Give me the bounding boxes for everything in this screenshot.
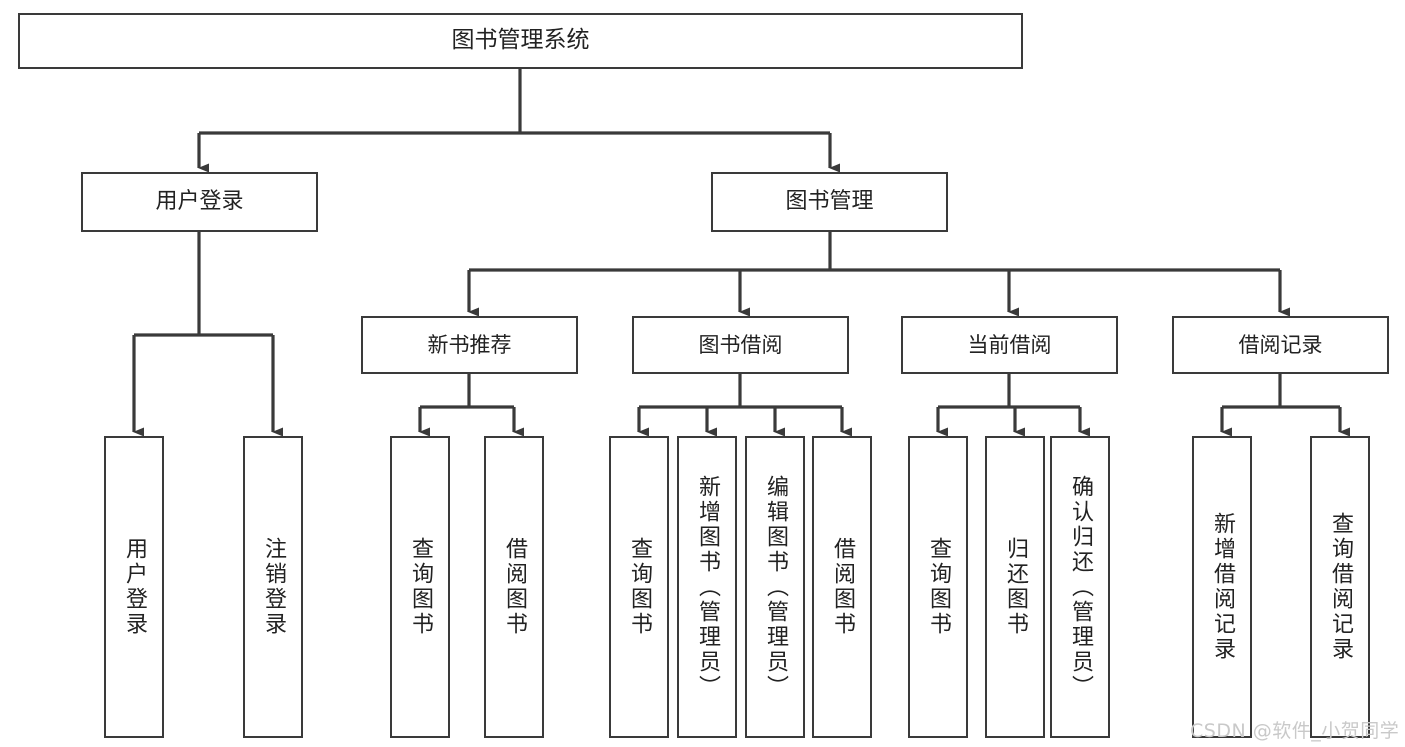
node-borrow-record[interactable]: 借阅记录 (1172, 316, 1389, 374)
node-user-login-label: 用户登录 (155, 189, 244, 215)
leaf-query-book-borrow-label: 查询图书 (627, 537, 652, 637)
node-current-borrow-label: 当前借阅 (967, 332, 1052, 357)
leaf-query-borrow-record[interactable]: 查询借阅记录 (1310, 436, 1370, 738)
node-current-borrow[interactable]: 当前借阅 (901, 316, 1118, 374)
node-new-book-recommend-label: 新书推荐 (427, 332, 512, 357)
leaf-query-book-borrow[interactable]: 查询图书 (609, 436, 669, 738)
node-root[interactable]: 图书管理系统 (18, 13, 1023, 69)
leaf-user-logout[interactable]: 注销登录 (243, 436, 303, 738)
leaf-query-book-current[interactable]: 查询图书 (908, 436, 968, 738)
leaf-add-borrow-record[interactable]: 新增借阅记录 (1192, 436, 1252, 738)
leaf-confirm-return-admin-label: 确认归还（管理员） (1068, 474, 1093, 700)
node-user-login[interactable]: 用户登录 (81, 172, 318, 232)
leaf-add-book-admin[interactable]: 新增图书（管理员） (677, 436, 737, 738)
node-book-manage-label: 图书管理 (785, 189, 874, 215)
leaf-query-book-rec-label: 查询图书 (408, 537, 433, 637)
leaf-confirm-return-admin[interactable]: 确认归还（管理员） (1050, 436, 1110, 738)
leaf-return-book-label: 归还图书 (1003, 537, 1028, 637)
leaf-edit-book-admin[interactable]: 编辑图书（管理员） (745, 436, 805, 738)
node-borrow-record-label: 借阅记录 (1238, 332, 1323, 357)
leaf-return-book[interactable]: 归还图书 (985, 436, 1045, 738)
leaf-add-borrow-record-label: 新增借阅记录 (1210, 512, 1235, 662)
leaf-add-book-admin-label: 新增图书（管理员） (695, 474, 720, 700)
leaf-query-borrow-record-label: 查询借阅记录 (1328, 512, 1353, 662)
leaf-borrow-book-rec-label: 借阅图书 (502, 537, 527, 637)
node-book-manage[interactable]: 图书管理 (711, 172, 948, 232)
leaf-borrow-book-rec[interactable]: 借阅图书 (484, 436, 544, 738)
leaf-user-login-label: 用户登录 (122, 537, 147, 637)
csdn-watermark: CSDN @软件_小贺同学 (1190, 720, 1400, 742)
node-book-borrow[interactable]: 图书借阅 (632, 316, 849, 374)
leaf-edit-book-admin-label: 编辑图书（管理员） (763, 474, 788, 700)
leaf-borrow-book-label: 借阅图书 (830, 537, 855, 637)
node-new-book-recommend[interactable]: 新书推荐 (361, 316, 578, 374)
leaf-query-book-current-label: 查询图书 (926, 537, 951, 637)
leaf-borrow-book[interactable]: 借阅图书 (812, 436, 872, 738)
leaf-user-logout-label: 注销登录 (261, 537, 286, 637)
leaf-query-book-rec[interactable]: 查询图书 (390, 436, 450, 738)
node-book-borrow-label: 图书借阅 (698, 332, 783, 357)
leaf-user-login[interactable]: 用户登录 (104, 436, 164, 738)
node-root-label: 图书管理系统 (451, 27, 590, 54)
